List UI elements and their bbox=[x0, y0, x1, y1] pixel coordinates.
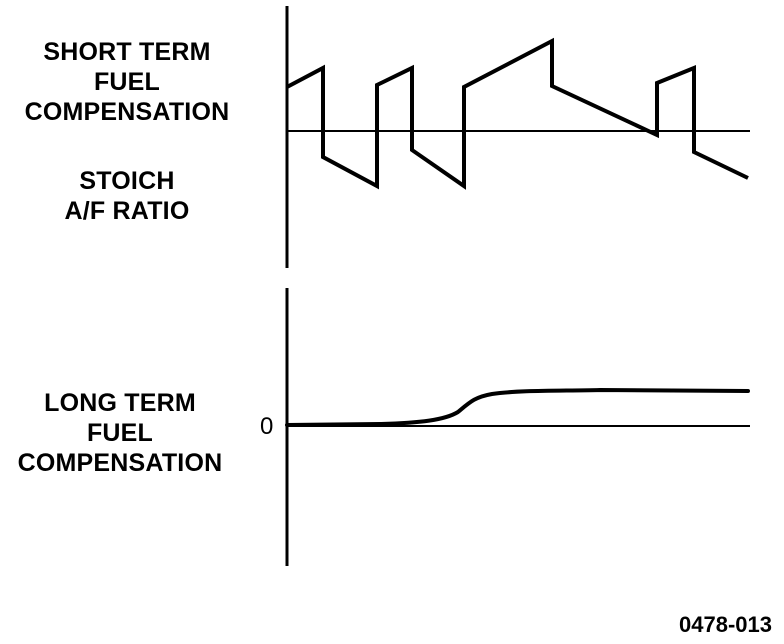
label-line: STOICH bbox=[79, 167, 175, 195]
zero-axis-label: 0 bbox=[260, 413, 274, 440]
label-line: A/F RATIO bbox=[64, 197, 190, 225]
long-term-compensation-curve bbox=[285, 387, 750, 427]
label-line: COMPENSATION bbox=[24, 98, 230, 126]
label-line: FUEL bbox=[86, 419, 154, 447]
long-term-fuel-compensation-label: LONG TERM FUEL COMPENSATION bbox=[4, 388, 236, 478]
stoich-af-ratio-label: STOICH A/F RATIO bbox=[4, 166, 250, 226]
label-line: COMPENSATION bbox=[17, 449, 223, 477]
label-line: FUEL bbox=[93, 68, 161, 96]
label-line: SHORT TERM bbox=[43, 38, 211, 66]
short-term-fuel-compensation-label: SHORT TERM FUEL COMPENSATION bbox=[4, 37, 250, 127]
label-line: LONG TERM bbox=[44, 389, 196, 417]
short-term-sawtooth-waveform bbox=[286, 37, 749, 190]
figure-number: 0478-013 bbox=[679, 612, 772, 637]
